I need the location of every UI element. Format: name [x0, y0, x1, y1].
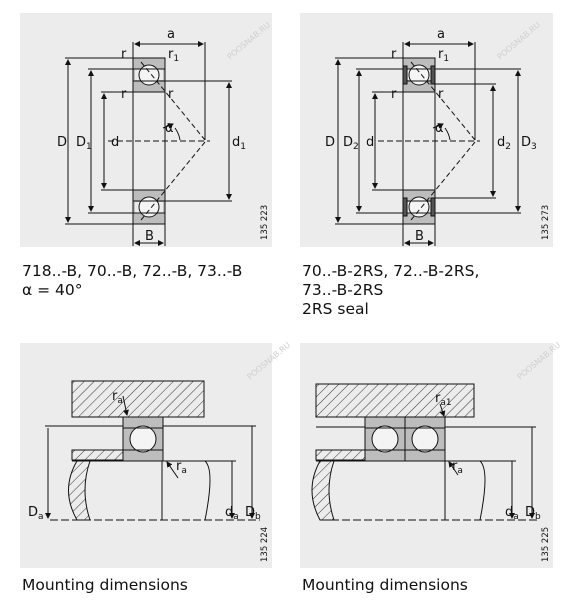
watermark-text: POOSNAB.RU [226, 20, 273, 61]
bearing-2rs-label-D: D [325, 135, 335, 150]
bearing-b-label-D: D [57, 135, 67, 150]
caption-line: 70..-B-2RS, 72..-B-2RS, [302, 262, 480, 280]
caption-bearing-2rs: 70..-B-2RS, 72..-B-2RS, 73..-B-2RS 2RS s… [302, 262, 479, 319]
bearing-2rs-label-D2: D2 [343, 135, 359, 152]
caption-line: 2RS seal [302, 300, 369, 318]
bearing-b-labels: a r r1 r r α D D1 d d1 B 135 223 [57, 27, 270, 244]
bearing-2rs-label-r-right: r [438, 87, 444, 102]
caption-bearing-b: 718..-B, 70..-B, 72..-B, 73..-B α = 40° [22, 262, 242, 300]
caption-line: 718..-B, 70..-B, 72..-B, 73..-B [22, 262, 243, 280]
mounting-pair-labels: ra1 ra da Db 135 225 [435, 391, 551, 562]
caption-line: Mounting dimensions [302, 576, 468, 594]
bearing-b-label-r: r [121, 47, 127, 62]
bearing-b-label-alpha: α [165, 121, 174, 136]
bearing-2rs-label-d: d [366, 135, 374, 150]
mounting-pair-drawing [311, 383, 540, 521]
caption-line: α = 40° [22, 281, 83, 299]
bearing-b-label-r-left: r [121, 87, 127, 102]
bearing-2rs-label-D3: D3 [521, 135, 537, 152]
bearing-b-bottom-ball [138, 196, 160, 218]
bearing-2rs-label-a: a [437, 27, 445, 42]
mounting-single-label-Db: Db [245, 505, 261, 522]
mounting-single-drawing [45, 380, 260, 521]
watermark-text: POOSNAB.RU [246, 340, 293, 381]
watermark-layer: POOSNAB.RU POOSNAB.RU POOSNAB.RU POOSNAB… [226, 20, 563, 381]
watermark-text: POOSNAB.RU [496, 20, 543, 61]
bearing-2rs-labels: a r r1 r r α D D2 d d2 D3 B 135 273 [325, 27, 551, 244]
bearing-b-label-r1: r1 [168, 47, 179, 64]
mounting-single-label-ra-top: ra [112, 389, 123, 406]
mounting-pair-label-Db: Db [525, 505, 541, 522]
bearing-b-top-ball [138, 64, 160, 86]
bearing-b-drawing-number: 135 223 [260, 205, 270, 240]
mounting-pair-label-ra-bottom: ra [452, 459, 463, 476]
caption-line: Mounting dimensions [22, 576, 188, 594]
mounting-pair-label-da: da [505, 505, 519, 522]
bearing-2rs-drawing-number: 135 273 [541, 205, 551, 240]
bearing-b-label-a: a [167, 27, 175, 42]
mounting-single-label-Da: Da [28, 505, 44, 522]
bearing-b-label-r-right: r [168, 87, 174, 102]
bearing-b-label-B: B [145, 229, 154, 244]
bearing-b-label-D1: D1 [76, 135, 92, 152]
caption-mounting-single: Mounting dimensions [22, 576, 188, 595]
bearing-b-drawing [65, 41, 232, 246]
bearing-2rs-label-r: r [391, 47, 397, 62]
mounting-single-labels: ra ra Da da Db 135 224 [28, 389, 270, 562]
mounting-pair-drawing-number: 135 225 [541, 527, 551, 562]
bearing-2rs-label-d2: d2 [497, 135, 511, 152]
mounting-single-label-da: da [225, 505, 239, 522]
bearing-2rs-label-B: B [415, 229, 424, 244]
bearing-2rs-label-r-left: r [391, 87, 397, 102]
watermark-text: POOSNAB.RU [516, 340, 563, 381]
caption-line: 73..-B-2RS [302, 281, 384, 299]
bearing-2rs-label-alpha: α [435, 121, 444, 136]
mounting-pair-label-ra1: ra1 [435, 391, 452, 408]
bearing-b-label-d1: d1 [232, 135, 246, 152]
bearing-2rs-label-r1: r1 [438, 47, 449, 64]
bearing-2rs-drawing [335, 41, 521, 246]
bearing-b-label-d: d [111, 135, 119, 150]
mounting-single-drawing-number: 135 224 [260, 527, 270, 562]
caption-mounting-pair: Mounting dimensions [302, 576, 468, 595]
mounting-single-label-ra-bottom: ra [176, 459, 187, 476]
